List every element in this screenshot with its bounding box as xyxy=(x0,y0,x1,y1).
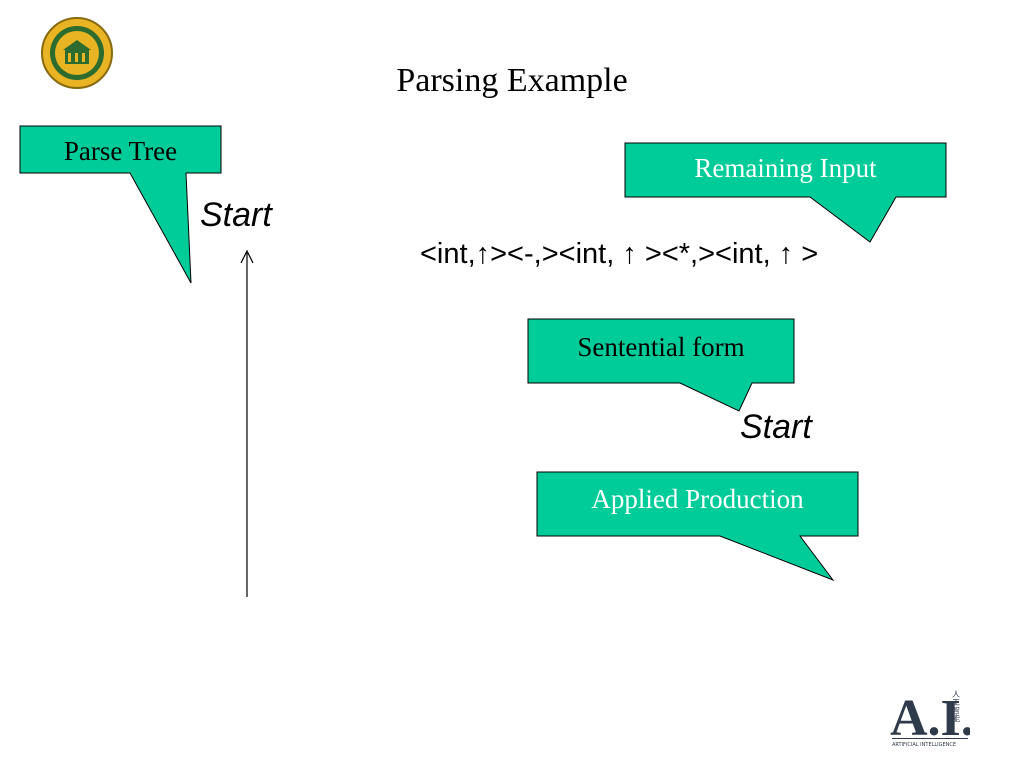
remaining-input-tokens: <int,↑><-,><int, ↑ ><*,><int, ↑ > xyxy=(420,238,819,270)
parse-tree-start-symbol: Start xyxy=(200,196,272,234)
applied-production-callout-shape xyxy=(536,471,859,582)
remaining-input-callout-shape xyxy=(624,142,947,243)
university-logo xyxy=(41,17,113,89)
sentential-form-callout-label: Sentential form xyxy=(577,332,745,362)
ai-logo: A.I. 人工智能 ARTIFICIAL INTELLIGENCE xyxy=(890,690,970,748)
applied-production-callout-label: Applied Production xyxy=(591,484,804,514)
svg-text:A.I.: A.I. xyxy=(890,690,970,747)
parse-tree-callout-shape xyxy=(19,125,222,284)
tree-arrow-head xyxy=(240,249,254,264)
parse-tree-callout-label: Parse Tree xyxy=(63,136,178,166)
slide-title: Parsing Example xyxy=(396,62,628,99)
sentential-form-start-symbol: Start xyxy=(740,408,812,446)
ai-logo-caption: ARTIFICIAL INTELLIGENCE xyxy=(892,742,956,748)
ai-logo-cjk: 人工智能 xyxy=(952,690,961,723)
remaining-input-callout-label: Remaining Input xyxy=(694,153,877,183)
sentential-form-callout-shape xyxy=(527,318,795,412)
